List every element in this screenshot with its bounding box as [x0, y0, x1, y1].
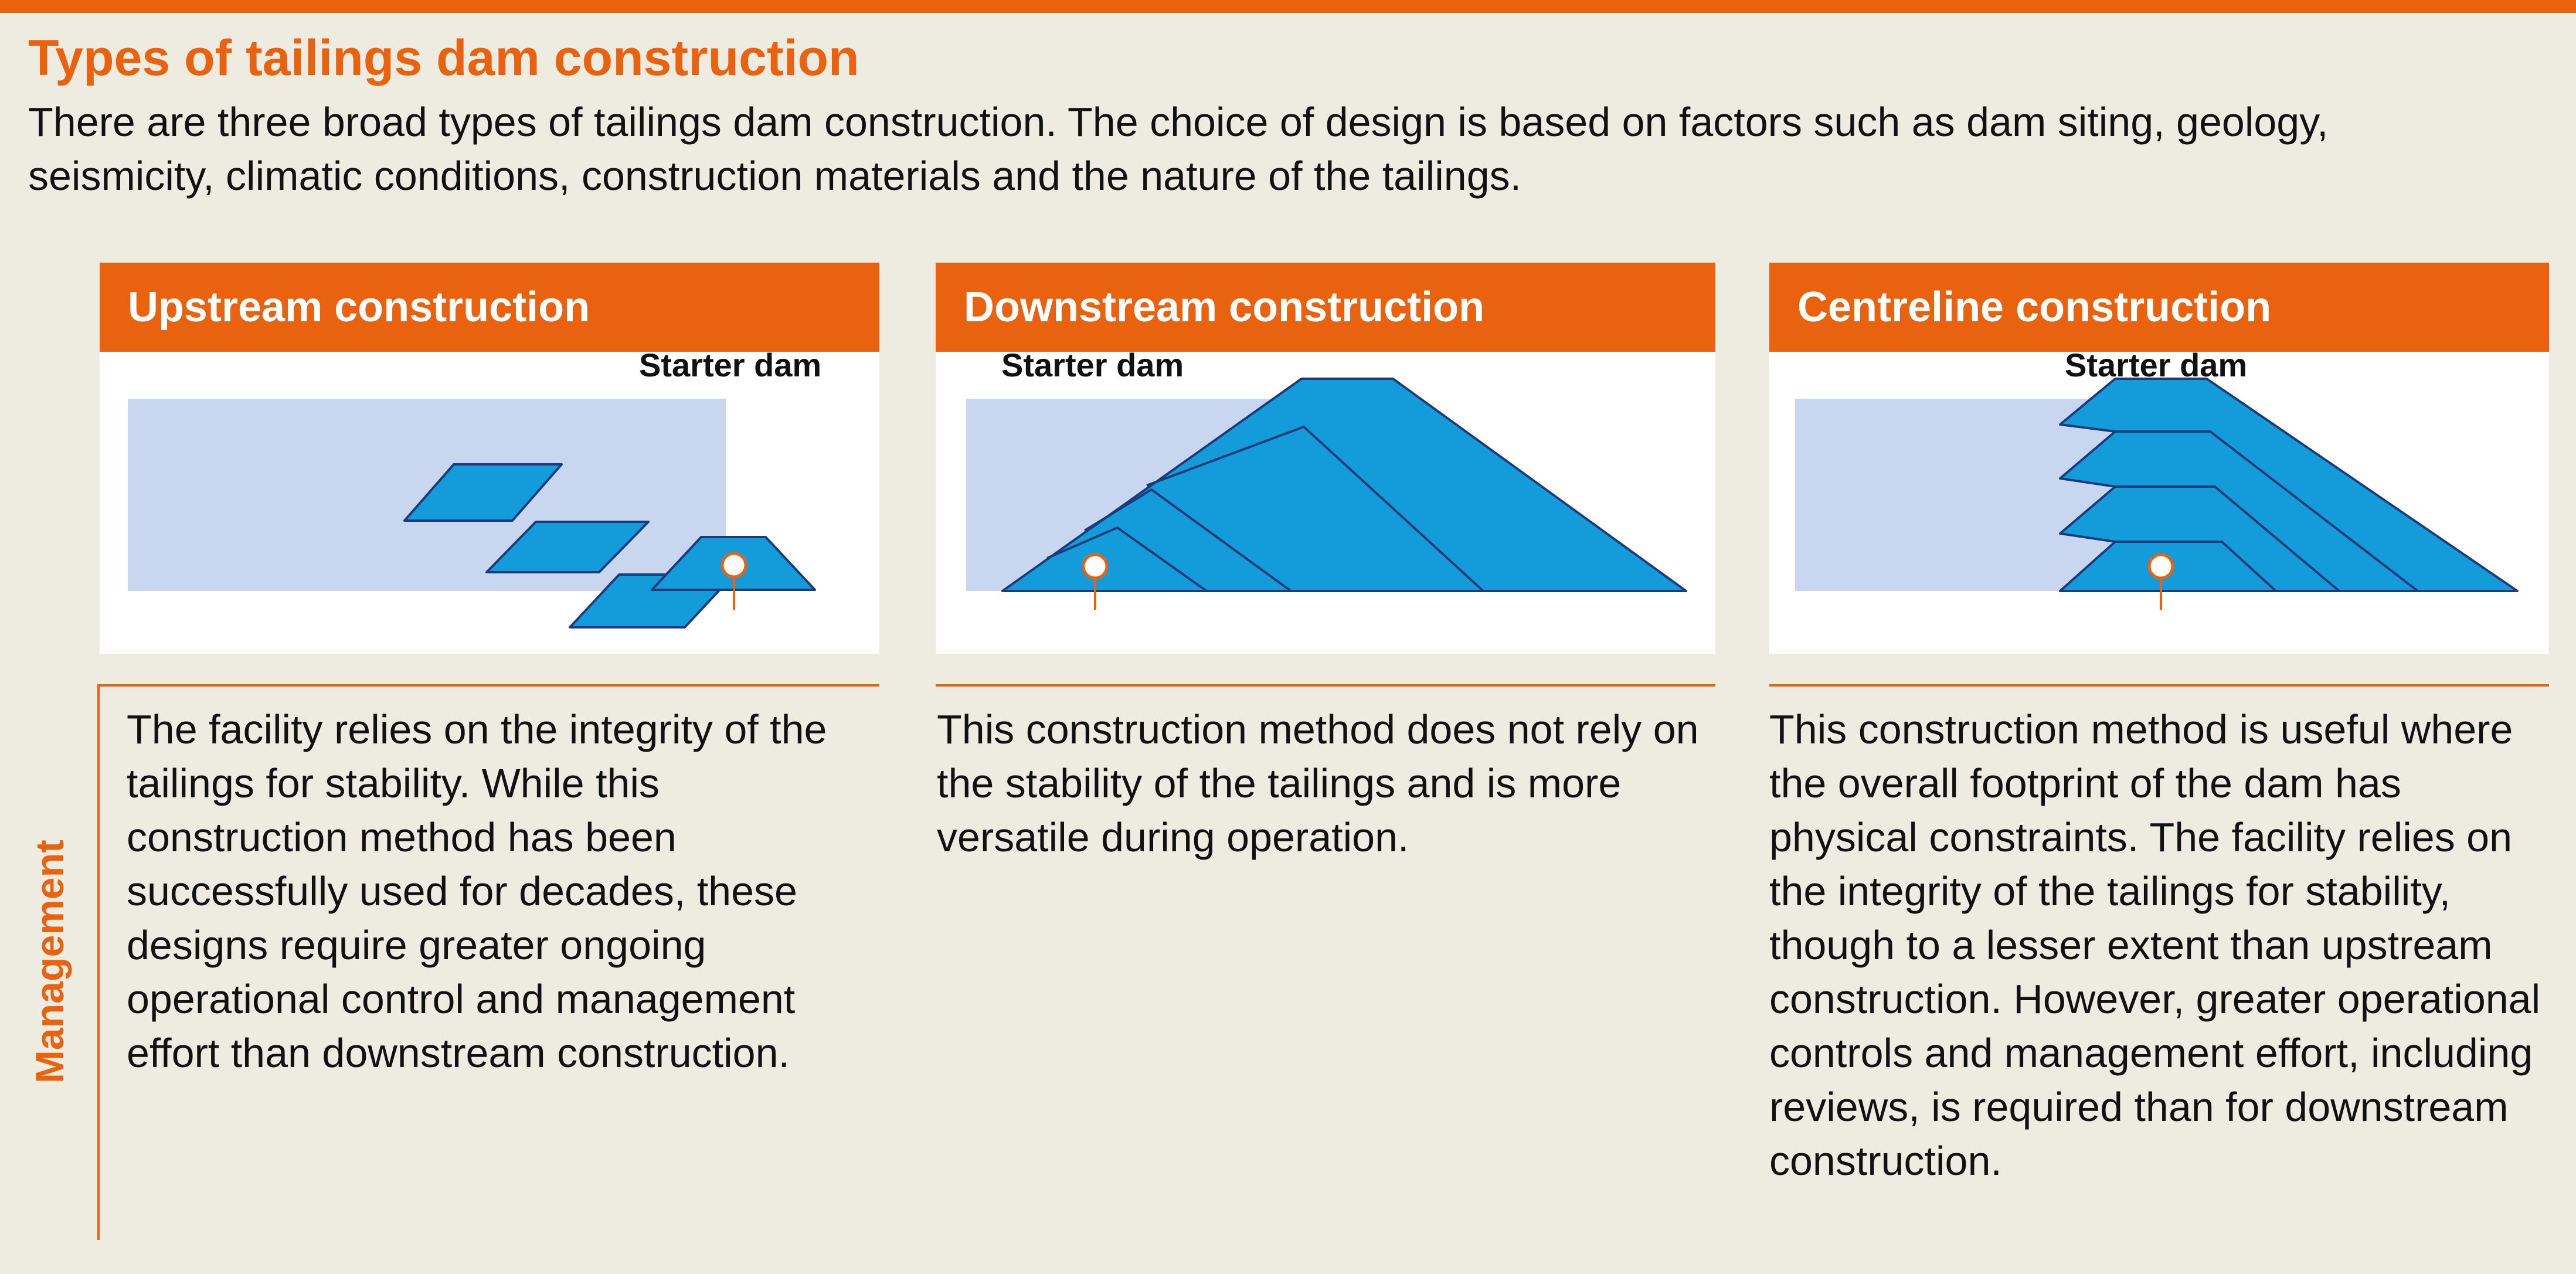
dam-raise-3-line	[2115, 485, 2340, 592]
diagram-upstream	[100, 352, 879, 654]
page-title: Types of tailings dam construction	[28, 30, 859, 86]
panel-downstream: Downstream construction	[936, 263, 1715, 654]
panel-heading-upstream: Upstream construction	[100, 263, 879, 352]
divider-downstream	[936, 684, 1715, 687]
upstream-diagram-svg	[128, 399, 816, 628]
diagram-downstream	[936, 352, 1715, 654]
starter-dam-line	[1046, 526, 1208, 592]
divider-centreline	[1769, 684, 2549, 687]
management-rule	[97, 684, 100, 1240]
downstream-diagram-svg	[966, 378, 1687, 610]
dam-outline	[2059, 378, 2519, 592]
panel-upstream: Upstream construction	[100, 263, 879, 654]
description-centreline: This construction method is useful where…	[1769, 706, 2541, 1184]
intro-paragraph: There are three broad types of tailings …	[28, 99, 2329, 199]
dam-outline	[1001, 378, 1687, 592]
dam-raise-4-line	[2115, 430, 2419, 592]
dam-raise-3-line	[1146, 425, 1484, 592]
starter-label-upstream: Starter dam	[639, 346, 822, 383]
starter-marker	[721, 552, 747, 579]
starter-marker	[2147, 553, 2174, 580]
dam-raise-4	[403, 463, 563, 522]
divider-upstream	[97, 684, 879, 687]
starter-label-downstream: Starter dam	[1001, 346, 1184, 383]
management-label: Management	[28, 840, 72, 1083]
top-accent-bar	[0, 0, 2576, 13]
dam-raise-2-line	[2115, 541, 2277, 592]
starter-marker	[1082, 553, 1109, 580]
description-downstream: This construction method does not rely o…	[937, 706, 1699, 860]
dam-raise-2-line	[1083, 488, 1292, 592]
diagram-centreline	[1769, 352, 2549, 654]
panel-heading-centreline: Centreline construction	[1769, 263, 2549, 352]
centreline-diagram-svg	[1795, 378, 2519, 610]
panel-centreline: Centreline construction	[1769, 263, 2549, 654]
description-upstream: The facility relies on the integrity of …	[127, 706, 827, 1076]
dam-raise-3	[485, 521, 650, 573]
starter-label-centreline: Starter dam	[2065, 346, 2248, 383]
panel-heading-downstream: Downstream construction	[936, 263, 1715, 352]
